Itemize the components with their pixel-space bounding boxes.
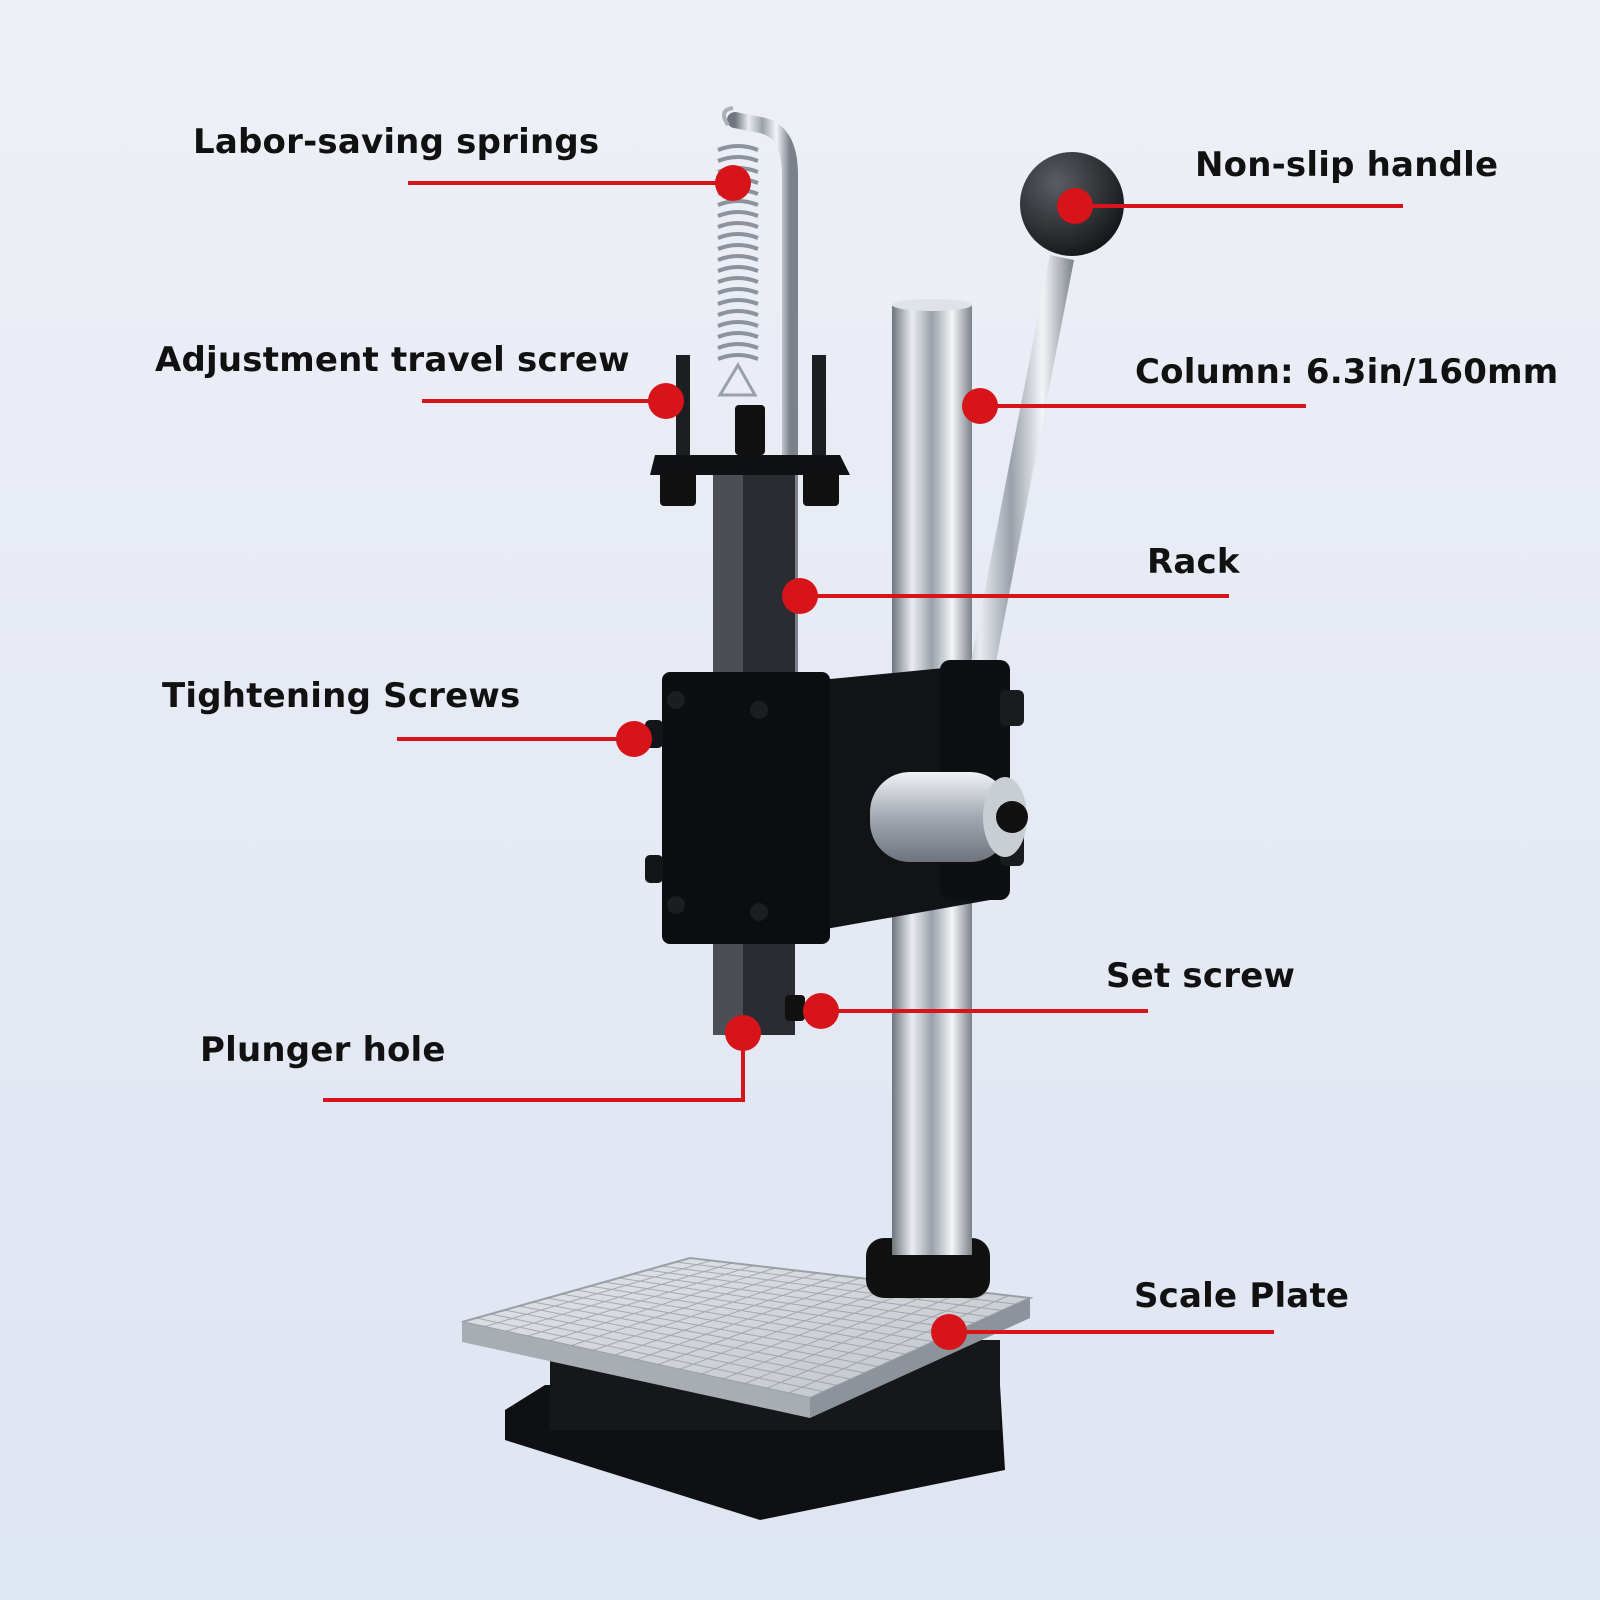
label-non-slip-handle: Non-slip handle — [1195, 145, 1499, 185]
dot-scale-plate — [931, 1314, 967, 1350]
label-tightening-screws: Tightening Screws — [162, 676, 521, 716]
dot-plunger — [725, 1015, 761, 1051]
dot-springs — [715, 165, 751, 201]
label-labor-saving-springs: Labor-saving springs — [193, 122, 600, 162]
label-plunger-hole: Plunger hole — [200, 1030, 446, 1070]
dot-set-screw — [803, 993, 839, 1029]
dot-column — [962, 388, 998, 424]
label-adjustment-travel-screw: Adjustment travel screw — [155, 340, 630, 380]
label-scale-plate: Scale Plate — [1134, 1276, 1350, 1316]
dot-travel-screw — [648, 383, 684, 419]
dot-tightening — [616, 721, 652, 757]
top-plate — [650, 355, 850, 506]
label-column: Column: 6.3in/160mm — [1135, 352, 1559, 392]
callout-dots — [616, 165, 1093, 1350]
dot-rack — [782, 578, 818, 614]
dot-handle — [1057, 188, 1093, 224]
spring-rod — [727, 112, 798, 688]
gear-housing — [645, 672, 830, 944]
pinion-shaft — [870, 772, 1028, 862]
label-set-screw: Set screw — [1106, 956, 1296, 996]
label-rack: Rack — [1147, 542, 1240, 582]
spring — [717, 106, 759, 397]
callouts — [323, 181, 1403, 1334]
